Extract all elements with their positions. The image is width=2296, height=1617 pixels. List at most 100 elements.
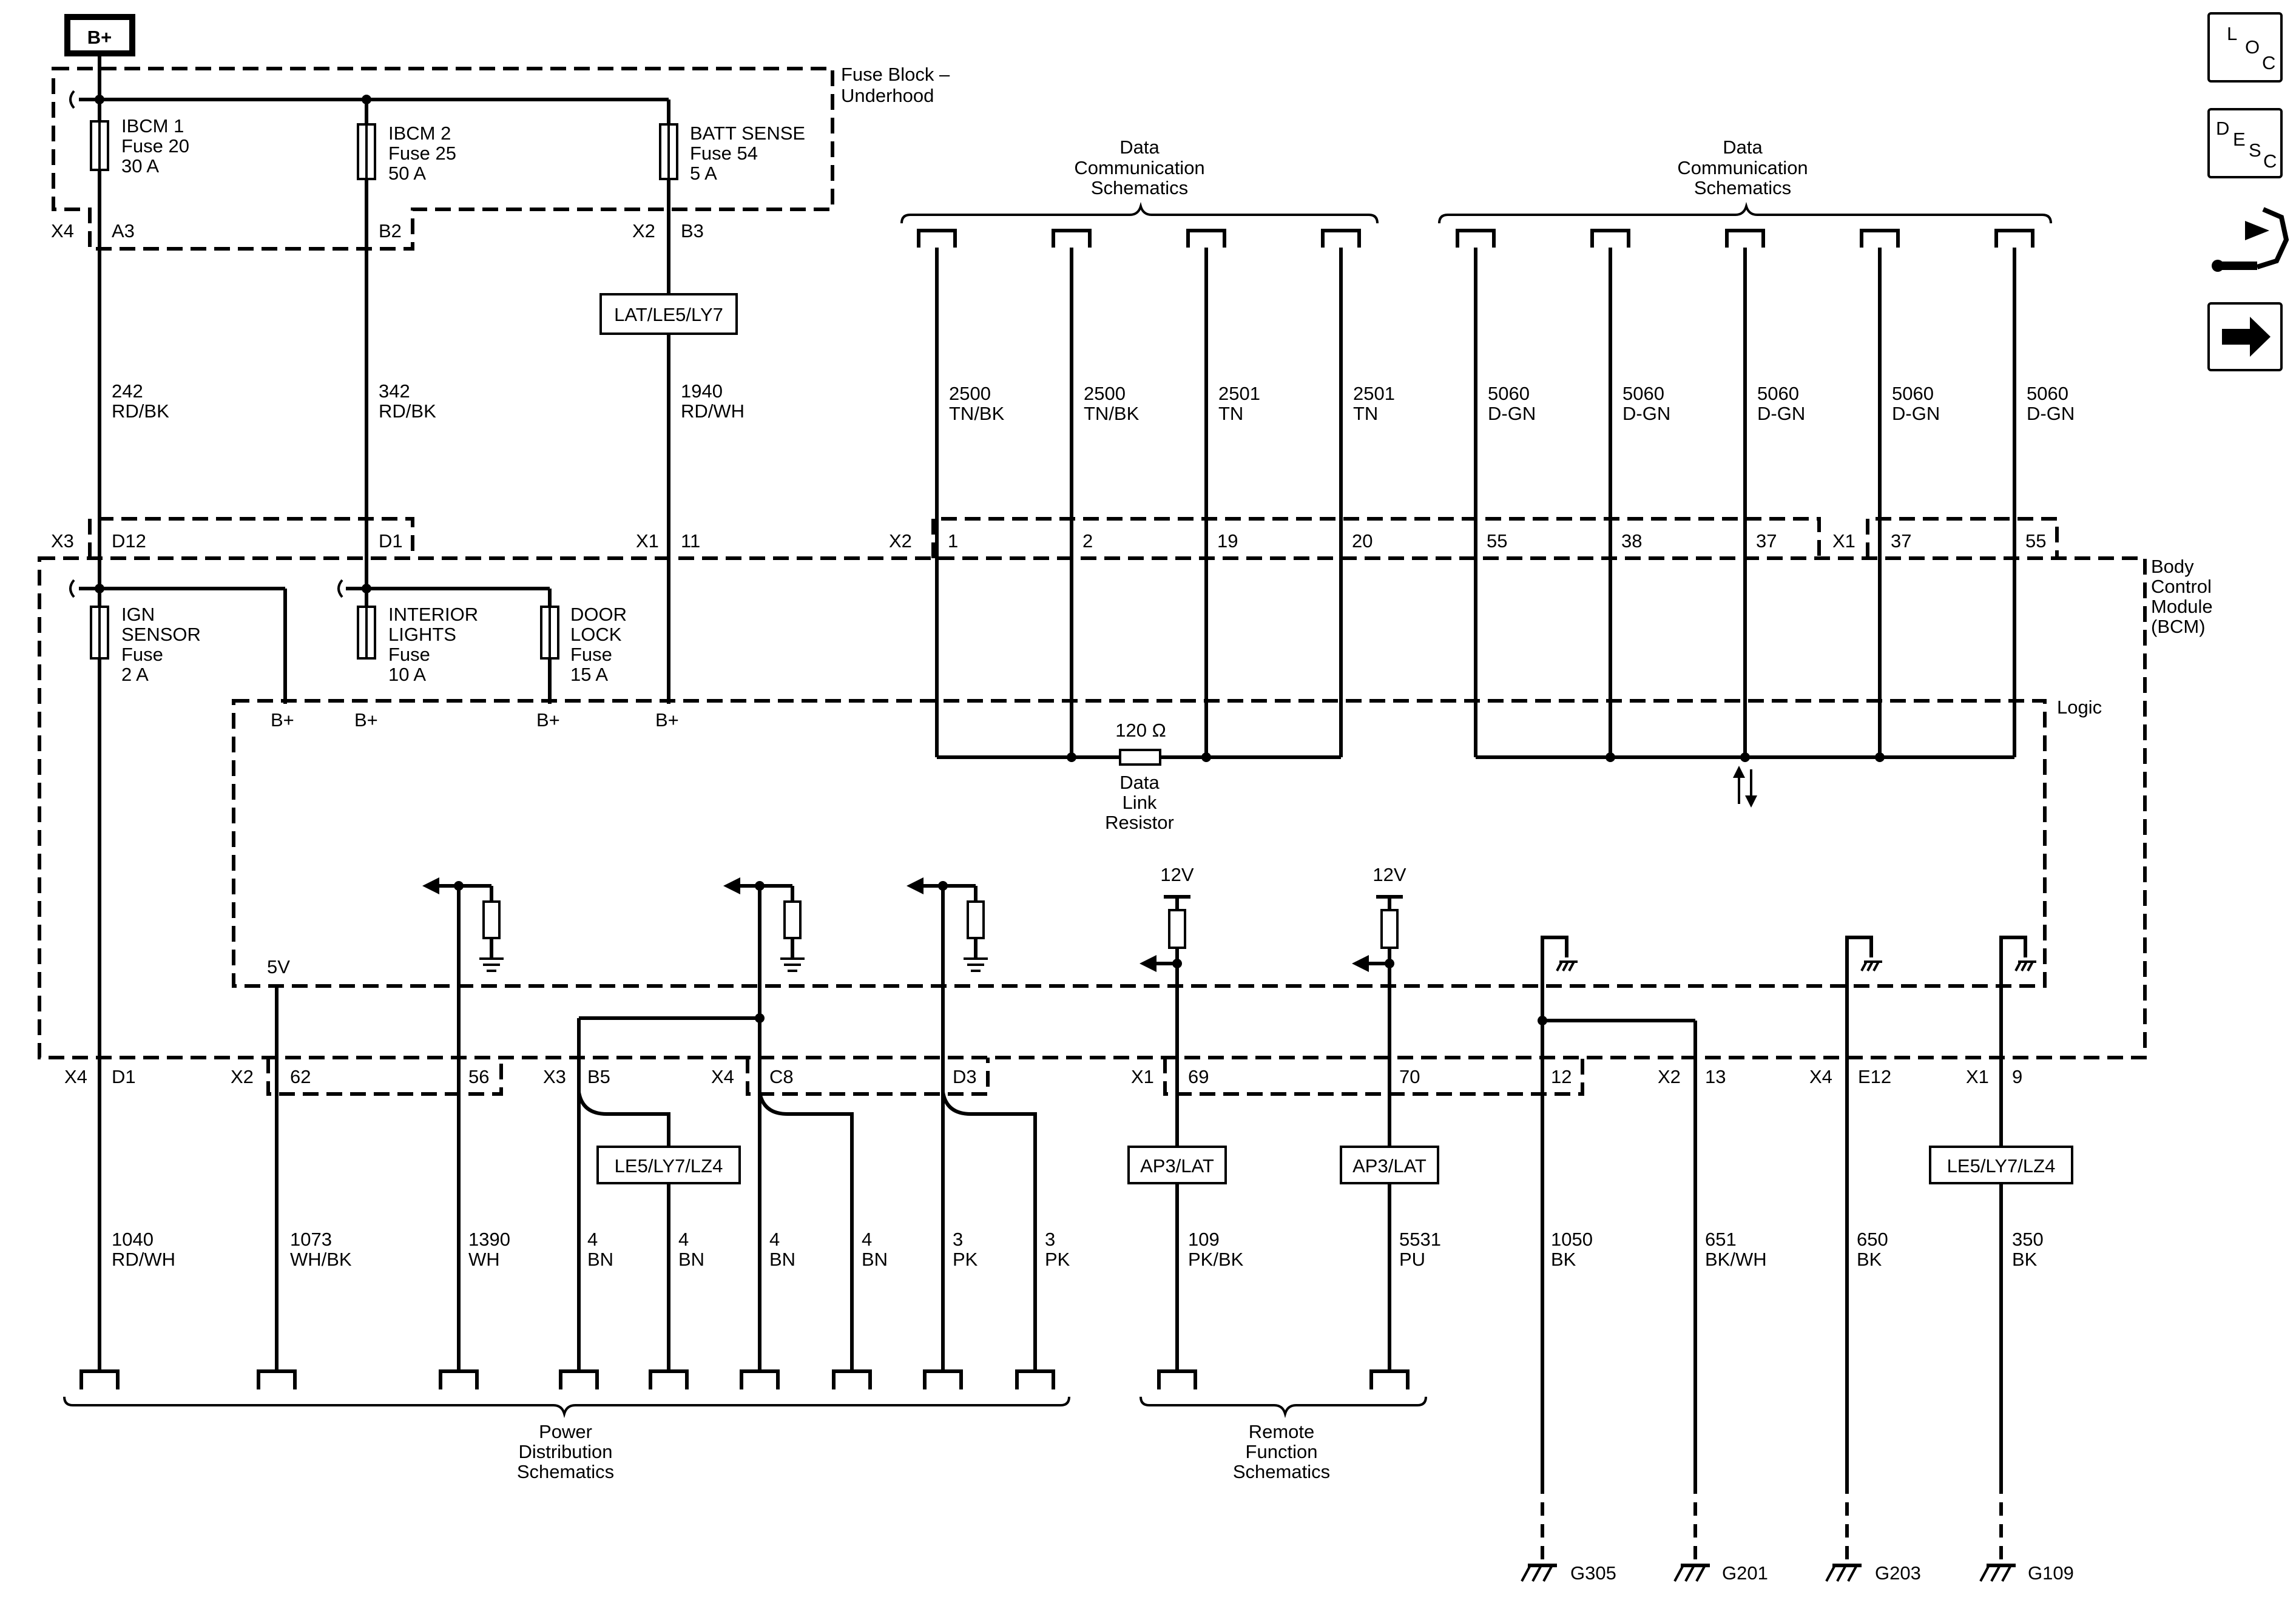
wire-number: 4: [678, 1229, 689, 1250]
pin-label: 37: [1891, 530, 1911, 552]
connector-label: X2: [632, 220, 655, 241]
fuse-ibcm2: IBCM 2 Fuse 25 50 A: [357, 123, 456, 184]
desc-letter: E: [2233, 129, 2246, 150]
connector-label: X4: [1809, 1066, 1832, 1087]
bplus-label: B+: [536, 709, 560, 731]
desc-letter: C: [2263, 150, 2277, 172]
fuse-label: LIGHTS: [388, 624, 456, 645]
wire-number: 109: [1188, 1229, 1220, 1250]
data-comm-label: Schematics: [1694, 177, 1791, 198]
power-distribution-label: Distribution: [518, 1441, 612, 1462]
ground-g201-icon: G201: [1673, 1562, 1768, 1584]
wire-number: 650: [1857, 1229, 1888, 1250]
ground-circuit-g203: [1845, 936, 1882, 1480]
wire-color: BK/WH: [1705, 1249, 1767, 1270]
pin-label: 55: [2025, 530, 2046, 552]
battery-supply: B+: [64, 14, 135, 56]
wire-color: WH/BK: [290, 1249, 352, 1270]
connector-label: X3: [51, 530, 74, 552]
pin-label: 20: [1352, 530, 1373, 552]
connector-label: X2: [889, 530, 912, 552]
bcm-title: (BCM): [2151, 616, 2206, 637]
wire-color: D-GN: [1622, 403, 1670, 424]
wire-number: 342: [379, 380, 410, 402]
wire-color: TN: [1353, 403, 1378, 424]
data-comm-label: Data: [1119, 137, 1160, 158]
wire-color: RD/BK: [379, 400, 436, 422]
fuse-ign-sensor: IGN SENSOR Fuse 2 A: [90, 604, 201, 685]
ground-circuit-g109: [1999, 936, 2036, 1480]
pin-label: E12: [1858, 1066, 1891, 1087]
data-comm-label: Schematics: [1091, 177, 1188, 198]
ground-g109-icon: G109: [1979, 1562, 2074, 1584]
pin-label: 37: [1756, 530, 1777, 552]
wire-color: PK: [953, 1249, 978, 1270]
fuse-label: SENSOR: [121, 624, 201, 645]
pin-label: D1: [112, 1066, 136, 1087]
wire-color: RD/WH: [112, 1249, 175, 1270]
wire-color: TN/BK: [1084, 403, 1140, 424]
pin-label: 70: [1399, 1066, 1420, 1087]
data-comm-label: Communication: [1677, 157, 1808, 178]
wire-number: 651: [1705, 1229, 1737, 1250]
desc-button[interactable]: D E S C: [2207, 108, 2283, 178]
fuse-label: 10 A: [388, 664, 426, 685]
power-distribution-label: Schematics: [517, 1461, 614, 1482]
wire-number: 2500: [1084, 383, 1126, 404]
loc-button[interactable]: L O C: [2207, 12, 2283, 83]
fuse-label: Fuse: [388, 644, 430, 665]
pin-label: B5: [587, 1066, 610, 1087]
pin-label: 9: [2012, 1066, 2022, 1087]
wire-number: 1040: [112, 1229, 154, 1250]
wire-number: 5060: [1622, 383, 1664, 404]
option-le5-ly7-lz4-right: LE5/LY7/LZ4: [1929, 1146, 2073, 1184]
fuse-label: Fuse 20: [121, 135, 189, 157]
connector-label: X3: [543, 1066, 566, 1087]
connector-label: X1: [1832, 530, 1855, 552]
wire-number: 242: [112, 380, 143, 402]
pin-label: D12: [112, 530, 146, 552]
connector-label: X4: [711, 1066, 734, 1087]
bcm-outline: Body Control Module (BCM): [38, 517, 2213, 1096]
wire-number: 5060: [1757, 383, 1799, 404]
fuse-label: DOOR: [570, 604, 627, 625]
fuse-label: Fuse: [570, 644, 612, 665]
connector-end-view-icon[interactable]: [2212, 207, 2289, 272]
pin-label: 38: [1621, 530, 1642, 552]
bplus-label: B+: [354, 709, 378, 731]
next-page-arrow-icon[interactable]: [2207, 302, 2283, 371]
fuse-block-underhood: Fuse Block – Underhood: [52, 64, 950, 251]
fuse-label: Fuse: [121, 644, 163, 665]
ground-label: G203: [1875, 1562, 1921, 1584]
pin-label: 55: [1487, 530, 1507, 552]
wire-number: 4: [769, 1229, 780, 1250]
connector-label: X1: [636, 530, 659, 552]
fuse-label: 15 A: [570, 664, 608, 685]
option-le5-ly7-lz4-left: LE5/LY7/LZ4: [596, 1146, 741, 1184]
pullup-circuit-1: 12V: [1140, 864, 1194, 1159]
fuse-label: IGN: [121, 604, 155, 625]
wire-color: D-GN: [2027, 403, 2075, 424]
connector-label: X1: [1131, 1066, 1154, 1087]
supply-label: B+: [87, 27, 112, 48]
resistor-label: Data: [1119, 772, 1160, 793]
connector-label: X1: [1966, 1066, 1989, 1087]
bplus-label: B+: [271, 709, 294, 731]
remote-function-bracket: Remote Function Schematics: [1140, 1396, 1427, 1482]
external-grounds: G305 G201 G203 G109: [1521, 1480, 2074, 1584]
fuse-label: BATT SENSE: [690, 123, 805, 144]
ground-circuit-g305-g201: [1538, 936, 1697, 1480]
pin-label: 69: [1188, 1066, 1209, 1087]
pin-label: 56: [468, 1066, 489, 1087]
pin-label: 11: [681, 530, 700, 552]
logic-box: Logic: [232, 697, 2102, 988]
fuse-label: IBCM 2: [388, 123, 451, 144]
pin-label: 1: [948, 530, 958, 552]
option-label: LE5/LY7/LZ4: [615, 1155, 723, 1176]
fuse-label: INTERIOR: [388, 604, 478, 625]
pin-label: B2: [379, 220, 402, 241]
fuse-label: IBCM 1: [121, 115, 184, 137]
resistor-value: 120 Ω: [1115, 720, 1166, 741]
wire-number: 350: [2012, 1229, 2044, 1250]
loc-letter: C: [2262, 52, 2275, 73]
